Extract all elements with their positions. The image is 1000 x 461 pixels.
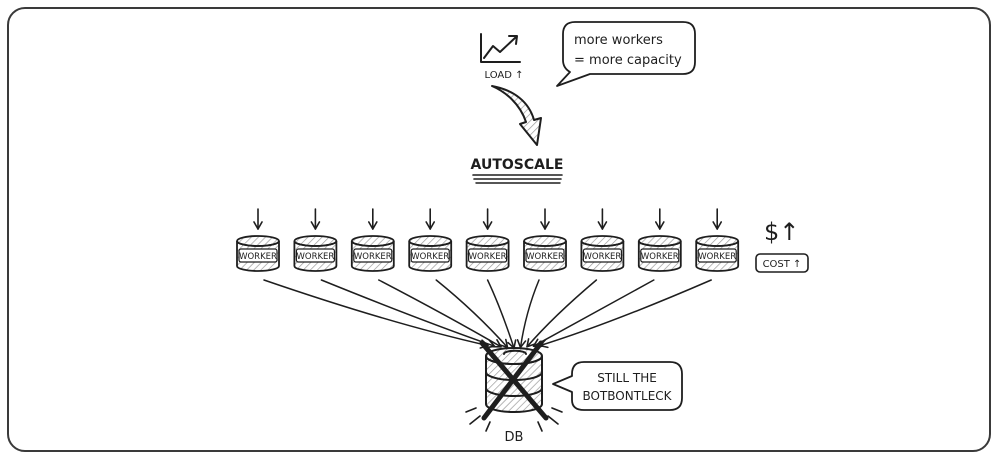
stress-marks-icon [465, 407, 563, 432]
worker-db-arrow [539, 279, 712, 349]
worker-db-arrow [532, 279, 655, 348]
worker-node: WORKER [637, 208, 682, 272]
worker-db-arrow [263, 279, 489, 349]
worker-label-plate [640, 248, 680, 263]
worker-node: WORKER [523, 208, 567, 272]
bubble-line-2: = more capacity [574, 53, 682, 68]
worker-node: WORKER [695, 208, 740, 272]
bubble-db-line-2: BOTBONTLECK [582, 389, 672, 403]
curved-arrow-icon [491, 85, 542, 146]
worker-label: WORKER [469, 252, 507, 262]
worker-db-arrow [486, 279, 517, 349]
worker-label: WORKER [526, 252, 564, 262]
worker-label: WORKER [296, 252, 334, 262]
worker-label-plate [525, 248, 565, 263]
worker-node: WORKER [350, 208, 395, 272]
worker-node: WORKER [465, 208, 510, 272]
capacity-speech-bubble [556, 21, 696, 87]
cost-badge [755, 253, 809, 273]
worker-label-plate [295, 248, 335, 263]
worker-label: WORKER [698, 252, 736, 262]
cross-out-icon [479, 340, 549, 421]
worker-label: WORKER [583, 252, 621, 262]
cost-symbol: $↑ [764, 218, 799, 246]
worker-label: WORKER [411, 252, 449, 262]
db-label: DB [505, 430, 524, 445]
worker-db-arrow [320, 279, 496, 349]
worker-node: WORKER [236, 208, 280, 272]
cost-label: COST ↑ [763, 259, 802, 270]
worker-db-arrow [435, 279, 509, 349]
worker-db-arrow [516, 279, 540, 349]
worker-label: WORKER [641, 252, 679, 262]
autoscale-underline [472, 174, 563, 184]
worker-label: WORKER [354, 252, 392, 262]
worker-label-plate [238, 248, 278, 263]
worker-db-arrow [378, 279, 502, 348]
worker-label-plate [353, 248, 393, 263]
worker-label-plate [697, 248, 737, 263]
bubble-line-1: more workers [574, 33, 663, 48]
load-chart-icon [480, 33, 521, 63]
worker-db-arrow [526, 279, 598, 348]
worker-label-plate [410, 248, 450, 263]
worker-node: WORKER [408, 208, 453, 272]
autoscale-label: AUTOSCALE [471, 157, 564, 173]
load-label: LOAD ↑ [484, 70, 523, 81]
bottleneck-speech-bubble [552, 361, 683, 411]
bubble-db-line-1: STILL THE [597, 371, 657, 385]
worker-node: WORKER [293, 208, 338, 272]
worker-label: WORKER [239, 252, 277, 262]
worker-label-plate [468, 248, 508, 263]
worker-label-plate [582, 248, 623, 263]
worker-node: WORKER [580, 208, 625, 272]
